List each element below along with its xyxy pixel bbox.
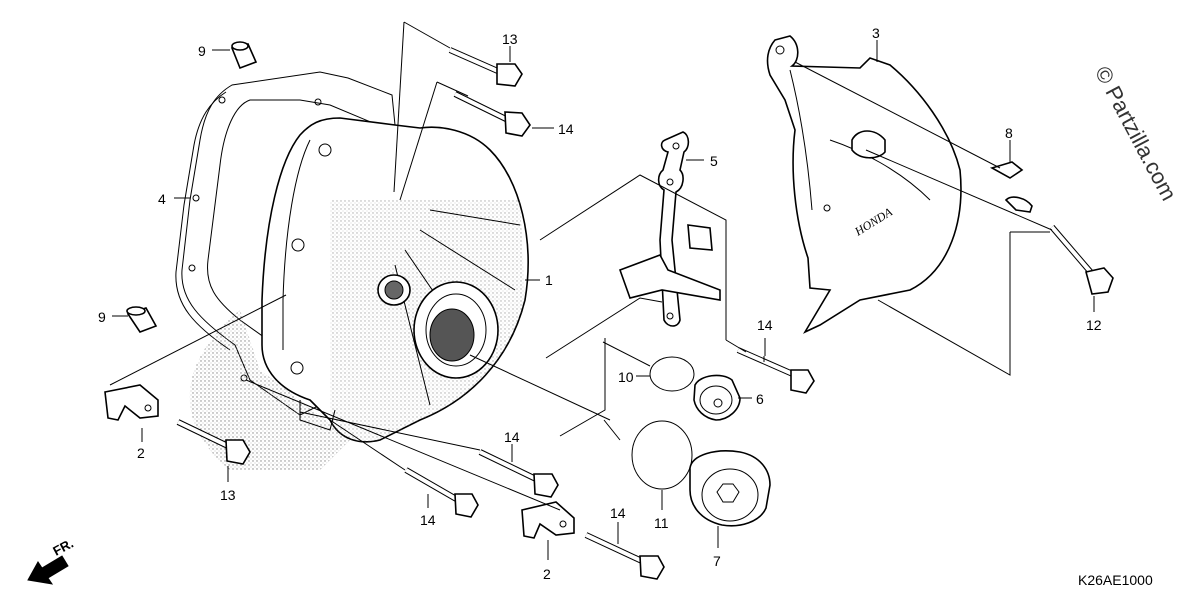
callout-7: 7 <box>713 553 721 569</box>
callout-1: 1 <box>545 272 553 288</box>
outer-cover-part: HONDA <box>766 35 962 334</box>
callout-13-top: 13 <box>502 31 518 47</box>
callout-8: 8 <box>1005 125 1013 141</box>
callout-5: 5 <box>710 153 718 169</box>
bolt-parts <box>176 47 1114 580</box>
diagram-code: K26AE1000 <box>1078 572 1153 588</box>
callout-14-bottom-right: 14 <box>610 505 626 521</box>
callout-14-top: 14 <box>558 121 574 137</box>
callout-10: 10 <box>618 369 634 385</box>
cover-part <box>189 117 529 470</box>
callout-labels: 1 2 2 3 4 5 6 7 8 9 9 10 11 12 13 13 14 <box>98 25 1102 582</box>
dowel-parts <box>126 41 258 333</box>
bracket-part <box>618 131 721 327</box>
callout-14-bottom-left: 14 <box>420 512 436 528</box>
callout-14-middle: 14 <box>757 317 773 333</box>
oring-and-plug-parts <box>631 356 771 527</box>
callout-12: 12 <box>1086 317 1102 333</box>
clip-parts <box>104 161 1033 539</box>
front-direction-arrow: FR. <box>27 536 76 585</box>
direction-label: FR. <box>50 536 76 559</box>
callout-6: 6 <box>756 391 764 407</box>
callout-14-lower-middle: 14 <box>504 429 520 445</box>
callout-9-top: 9 <box>198 43 206 59</box>
callout-3: 3 <box>872 25 880 41</box>
front-arrow-icon <box>27 555 69 585</box>
callout-2-right: 2 <box>543 566 551 582</box>
leader-lines <box>109 21 1053 511</box>
callout-4: 4 <box>158 191 166 207</box>
callout-2-left: 2 <box>137 445 145 461</box>
callout-11: 11 <box>654 515 669 531</box>
callout-13-bottom: 13 <box>220 487 236 503</box>
callout-9-bottom: 9 <box>98 309 106 325</box>
